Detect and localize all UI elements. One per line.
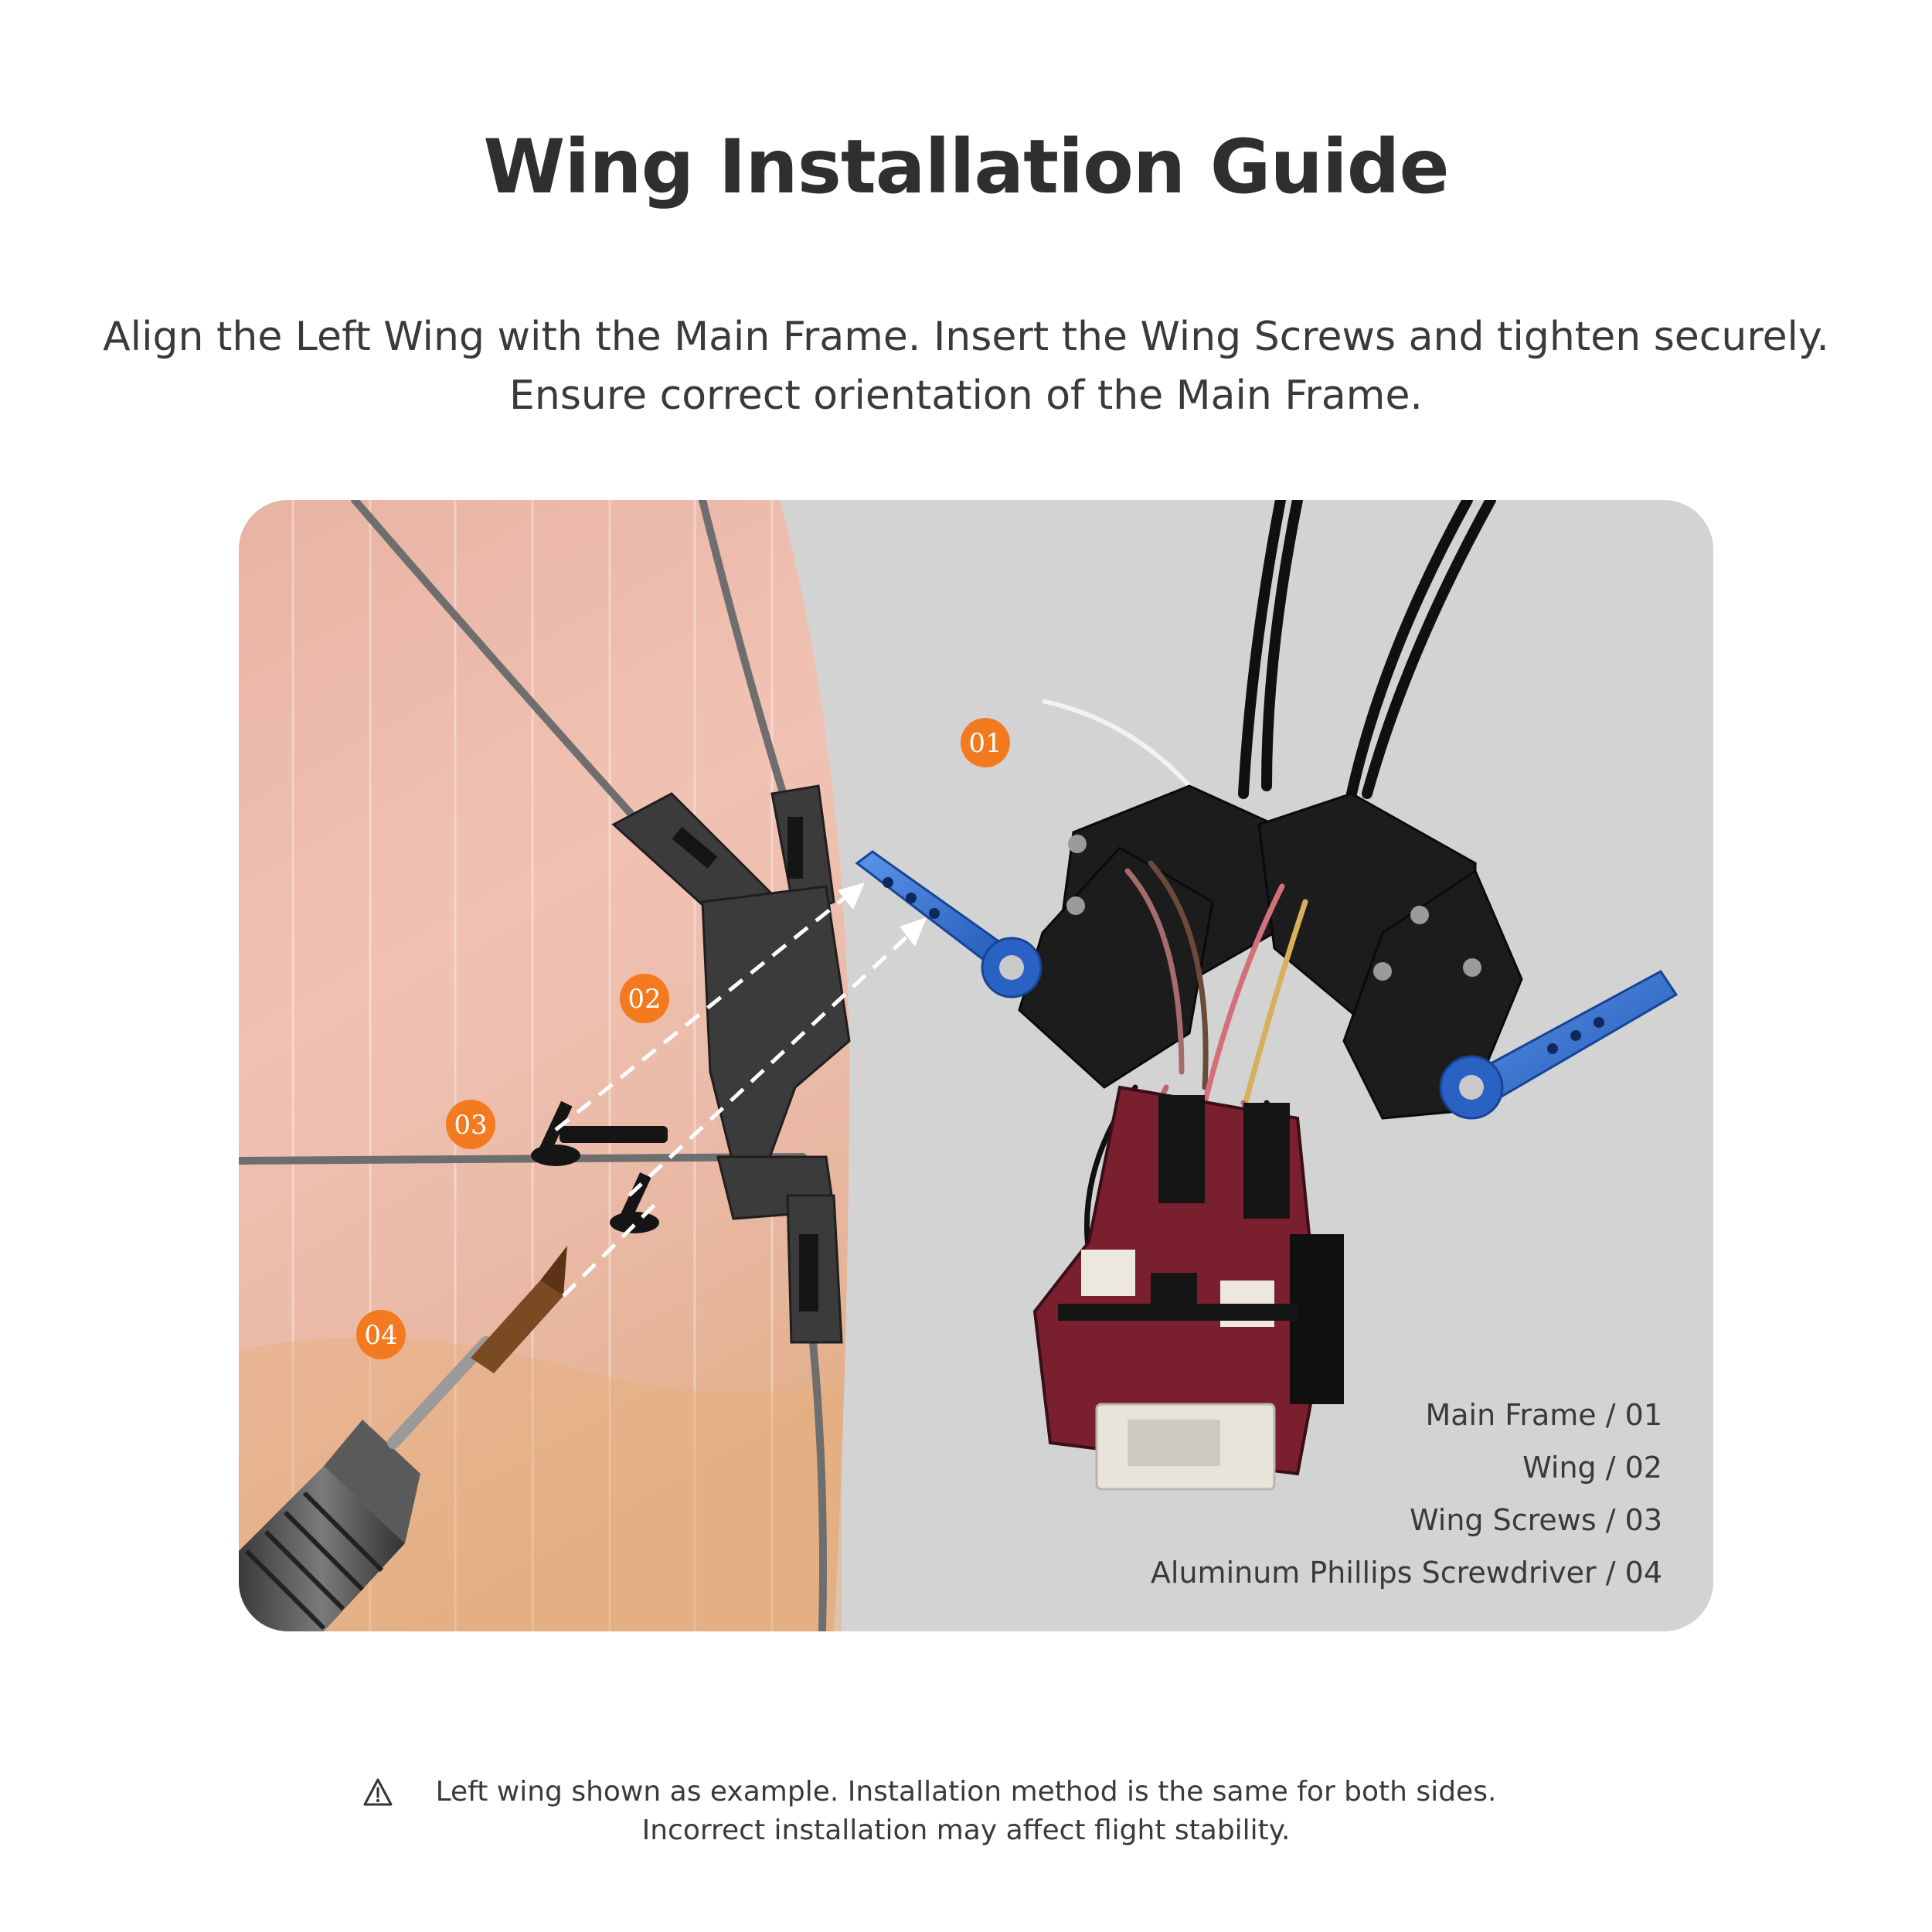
note-line-1: Left wing shown as example. Installation… bbox=[435, 1776, 1497, 1808]
screwdriver bbox=[239, 1246, 567, 1631]
legend-wing-screws: Wing Screws / 03 bbox=[1410, 1503, 1662, 1537]
badge-wing-screws-label: 03 bbox=[454, 1110, 487, 1141]
parts-legend: Main Frame / 01 Wing / 02 Wing Screws / … bbox=[1151, 1389, 1662, 1599]
badge-main-frame: 01 bbox=[961, 718, 1010, 767]
servo-arm-left bbox=[855, 850, 1043, 998]
installation-note: Left wing shown as example. Installation… bbox=[0, 1773, 1932, 1850]
instruction-line-2: Ensure correct orientation of the Main F… bbox=[509, 372, 1423, 419]
arrow-head-2 bbox=[900, 917, 927, 947]
wing-fabric-texture bbox=[291, 500, 774, 1631]
warning-triangle-icon bbox=[363, 1778, 393, 1806]
servo-left bbox=[1018, 784, 1276, 1089]
badge-wing-screws: 03 bbox=[446, 1100, 495, 1149]
legend-screwdriver: Aluminum Phillips Screwdriver / 04 bbox=[1150, 1556, 1662, 1590]
main-frame-cables bbox=[1238, 500, 1496, 799]
badge-wing-label: 02 bbox=[628, 984, 661, 1015]
installation-photo: 01 02 03 04 Main Frame / 01 Wing / 02 Wi… bbox=[239, 500, 1713, 1631]
flight-controller-pcb bbox=[1032, 1085, 1344, 1491]
badge-main-frame-label: 01 bbox=[968, 728, 1002, 759]
servo-arm-right bbox=[1439, 970, 1679, 1120]
legend-main-frame: Main Frame / 01 bbox=[1425, 1398, 1662, 1432]
legend-wing: Wing / 02 bbox=[1522, 1451, 1662, 1485]
badge-screwdriver-label: 04 bbox=[364, 1320, 397, 1351]
note-line-2: Incorrect installation may affect flight… bbox=[641, 1815, 1291, 1846]
instruction-line-1: Align the Left Wing with the Main Frame.… bbox=[103, 314, 1829, 360]
badge-wing: 02 bbox=[620, 974, 669, 1023]
badge-screwdriver: 04 bbox=[356, 1310, 406, 1359]
wing-screw-2 bbox=[610, 1172, 659, 1233]
installation-illustration: 01 02 03 04 bbox=[239, 500, 1679, 1631]
instructions: Align the Left Wing with the Main Frame.… bbox=[0, 308, 1932, 425]
arrow-head-1 bbox=[838, 883, 865, 910]
guide-arrows bbox=[554, 893, 913, 1298]
page-title: Wing Installation Guide bbox=[483, 124, 1449, 210]
